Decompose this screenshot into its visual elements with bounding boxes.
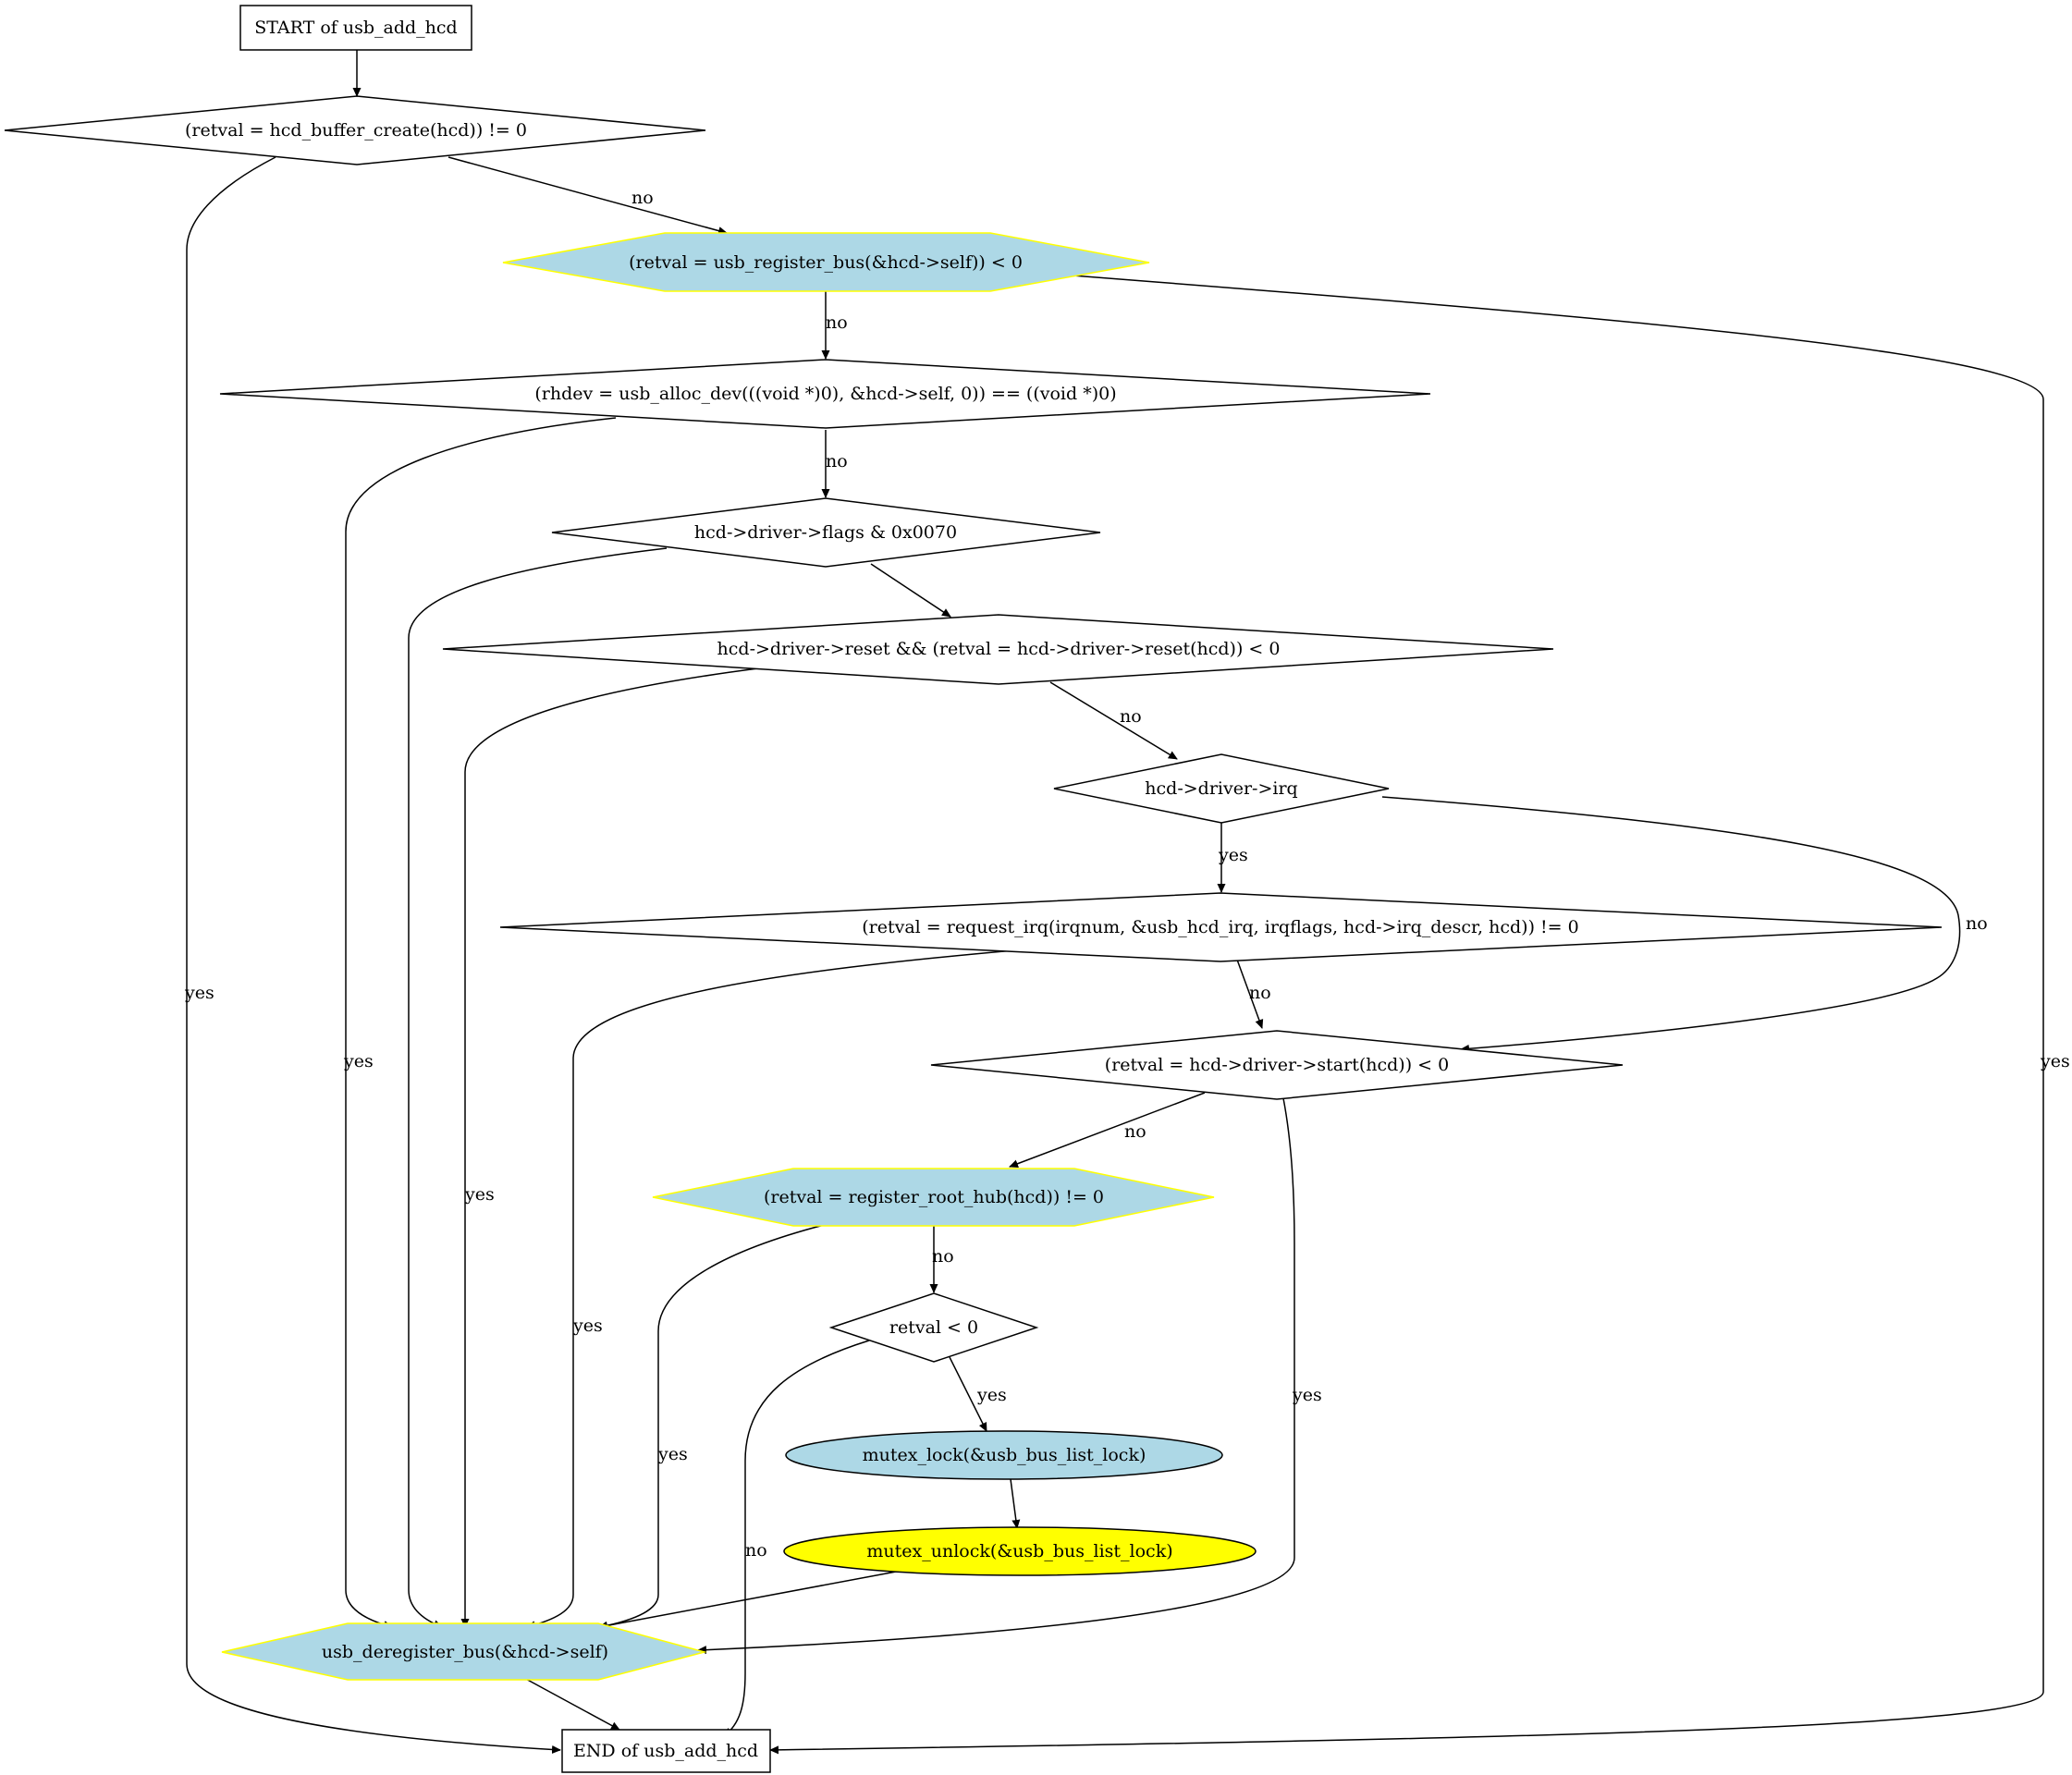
edge-buffer-create-no-to-register-bus bbox=[448, 156, 728, 235]
edge-label-buffer-yes: yes bbox=[184, 983, 215, 1003]
irq-decision-label: hcd->driver->irq bbox=[1145, 778, 1297, 799]
edge-retval-no-to-end bbox=[723, 1340, 870, 1737]
reset-decision-label: hcd->driver->reset && (retval = hcd->dri… bbox=[717, 639, 1281, 659]
buffer-create-decision: (retval = hcd_buffer_create(hcd)) != 0 bbox=[4, 95, 706, 165]
edge-label-alloc-no: no bbox=[826, 451, 848, 471]
alloc-dev-decision: (rhdev = usb_alloc_dev(((void *)0), &hcd… bbox=[219, 359, 1431, 429]
flags-decision-label: hcd->driver->flags & 0x0070 bbox=[694, 522, 957, 543]
edge-label-start-no: no bbox=[1124, 1121, 1146, 1142]
retval-lt0-decision-label: retval < 0 bbox=[889, 1317, 978, 1338]
edge-root-hub-yes-to-deregister bbox=[598, 1221, 836, 1630]
start-hcd-decision: (retval = hcd->driver->start(hcd)) < 0 bbox=[930, 1030, 1624, 1100]
deregister-hexagon-label: usb_deregister_bus(&hcd->self) bbox=[322, 1642, 608, 1662]
edge-mutex-unlock-to-deregister bbox=[598, 1569, 907, 1630]
edge-label-register-bus-yes: yes bbox=[2040, 1051, 2070, 1071]
edge-flags-to-reset bbox=[870, 563, 951, 618]
retval-lt0-decision: retval < 0 bbox=[828, 1292, 1039, 1363]
alloc-dev-decision-label: (rhdev = usb_alloc_dev(((void *)0), &hcd… bbox=[534, 384, 1116, 404]
edge-label-start-yes: yes bbox=[1292, 1385, 1322, 1405]
edge-label-root-hub-no: no bbox=[932, 1246, 954, 1267]
nodes: START of usb_add_hcd (retval = hcd_buffe… bbox=[4, 5, 1943, 1773]
end-node-label: END of usb_add_hcd bbox=[573, 1741, 758, 1761]
edge-label-retval-yes: yes bbox=[976, 1385, 1007, 1405]
reset-decision: hcd->driver->reset && (retval = hcd->dri… bbox=[442, 614, 1554, 685]
irq-decision: hcd->driver->irq bbox=[1053, 753, 1390, 824]
edge-mutex-lock-to-mutex-unlock bbox=[1010, 1478, 1021, 1529]
mutex-lock-node: mutex_lock(&usb_bus_list_lock) bbox=[785, 1430, 1223, 1480]
edge-request-irq-no-to-start bbox=[1236, 959, 1264, 1029]
request-irq-decision-label: (retval = request_irq(irqnum, &usb_hcd_i… bbox=[862, 917, 1578, 937]
mutex-unlock-node-label: mutex_unlock(&usb_bus_list_lock) bbox=[866, 1541, 1172, 1561]
edge-label-alloc-yes: yes bbox=[343, 1051, 374, 1071]
start-hcd-decision-label: (retval = hcd->driver->start(hcd)) < 0 bbox=[1105, 1055, 1449, 1075]
edge-buffer-create-yes-to-end bbox=[186, 156, 561, 1754]
edge-label-retval-no: no bbox=[745, 1540, 767, 1561]
edge-reset-yes-to-deregister bbox=[460, 667, 759, 1628]
edge-register-bus-yes-to-end bbox=[769, 275, 2044, 1755]
edges bbox=[186, 50, 2044, 1755]
edge-label-root-hub-yes: yes bbox=[657, 1444, 688, 1464]
edge-deregister-to-end bbox=[521, 1676, 620, 1731]
edge-request-irq-yes-to-deregister bbox=[526, 949, 1015, 1630]
edge-start-yes-to-deregister bbox=[697, 1097, 1295, 1655]
request-irq-decision: (retval = request_irq(irqnum, &usb_hcd_i… bbox=[499, 892, 1943, 962]
start-node: START of usb_add_hcd bbox=[239, 5, 472, 51]
edge-alloc-dev-yes-to-deregister bbox=[345, 417, 617, 1629]
edge-irq-no-to-start bbox=[1381, 796, 1961, 1053]
flags-decision: hcd->driver->flags & 0x0070 bbox=[551, 497, 1101, 568]
register-root-hub-hexagon: (retval = register_root_hub(hcd)) != 0 bbox=[652, 1168, 1215, 1227]
register-root-hub-hexagon-label: (retval = register_root_hub(hcd)) != 0 bbox=[764, 1187, 1104, 1207]
edge-label-irq-yes: yes bbox=[1218, 845, 1248, 865]
edge-label-request-irq-no: no bbox=[1249, 983, 1271, 1003]
edge-start-no-to-root-hub bbox=[1009, 1092, 1206, 1169]
edge-label-request-irq-yes: yes bbox=[572, 1316, 603, 1336]
edge-label-register-bus-no: no bbox=[826, 312, 848, 333]
edge-labels: yes no no yes no yes no yes yes no no ye… bbox=[184, 188, 2070, 1561]
buffer-create-decision-label: (retval = hcd_buffer_create(hcd)) != 0 bbox=[185, 120, 527, 141]
edge-retval-yes-to-mutex-lock bbox=[949, 1356, 987, 1432]
mutex-lock-node-label: mutex_lock(&usb_bus_list_lock) bbox=[863, 1445, 1146, 1465]
edge-flags-to-deregister bbox=[408, 547, 668, 1628]
edge-label-reset-yes: yes bbox=[464, 1184, 495, 1205]
register-bus-hexagon: (retval = usb_register_bus(&hcd->self)) … bbox=[502, 232, 1150, 292]
edge-label-reset-no: no bbox=[1120, 706, 1142, 727]
edge-reset-no-to-irq bbox=[1049, 681, 1178, 760]
mutex-unlock-node: mutex_unlock(&usb_bus_list_lock) bbox=[783, 1526, 1257, 1576]
edge-label-buffer-no: no bbox=[631, 188, 654, 208]
start-node-label: START of usb_add_hcd bbox=[254, 18, 457, 38]
edge-label-irq-no: no bbox=[1966, 913, 1988, 934]
deregister-hexagon: usb_deregister_bus(&hcd->self) bbox=[221, 1622, 707, 1681]
register-bus-hexagon-label: (retval = usb_register_bus(&hcd->self)) … bbox=[629, 252, 1023, 273]
end-node: END of usb_add_hcd bbox=[561, 1729, 771, 1773]
